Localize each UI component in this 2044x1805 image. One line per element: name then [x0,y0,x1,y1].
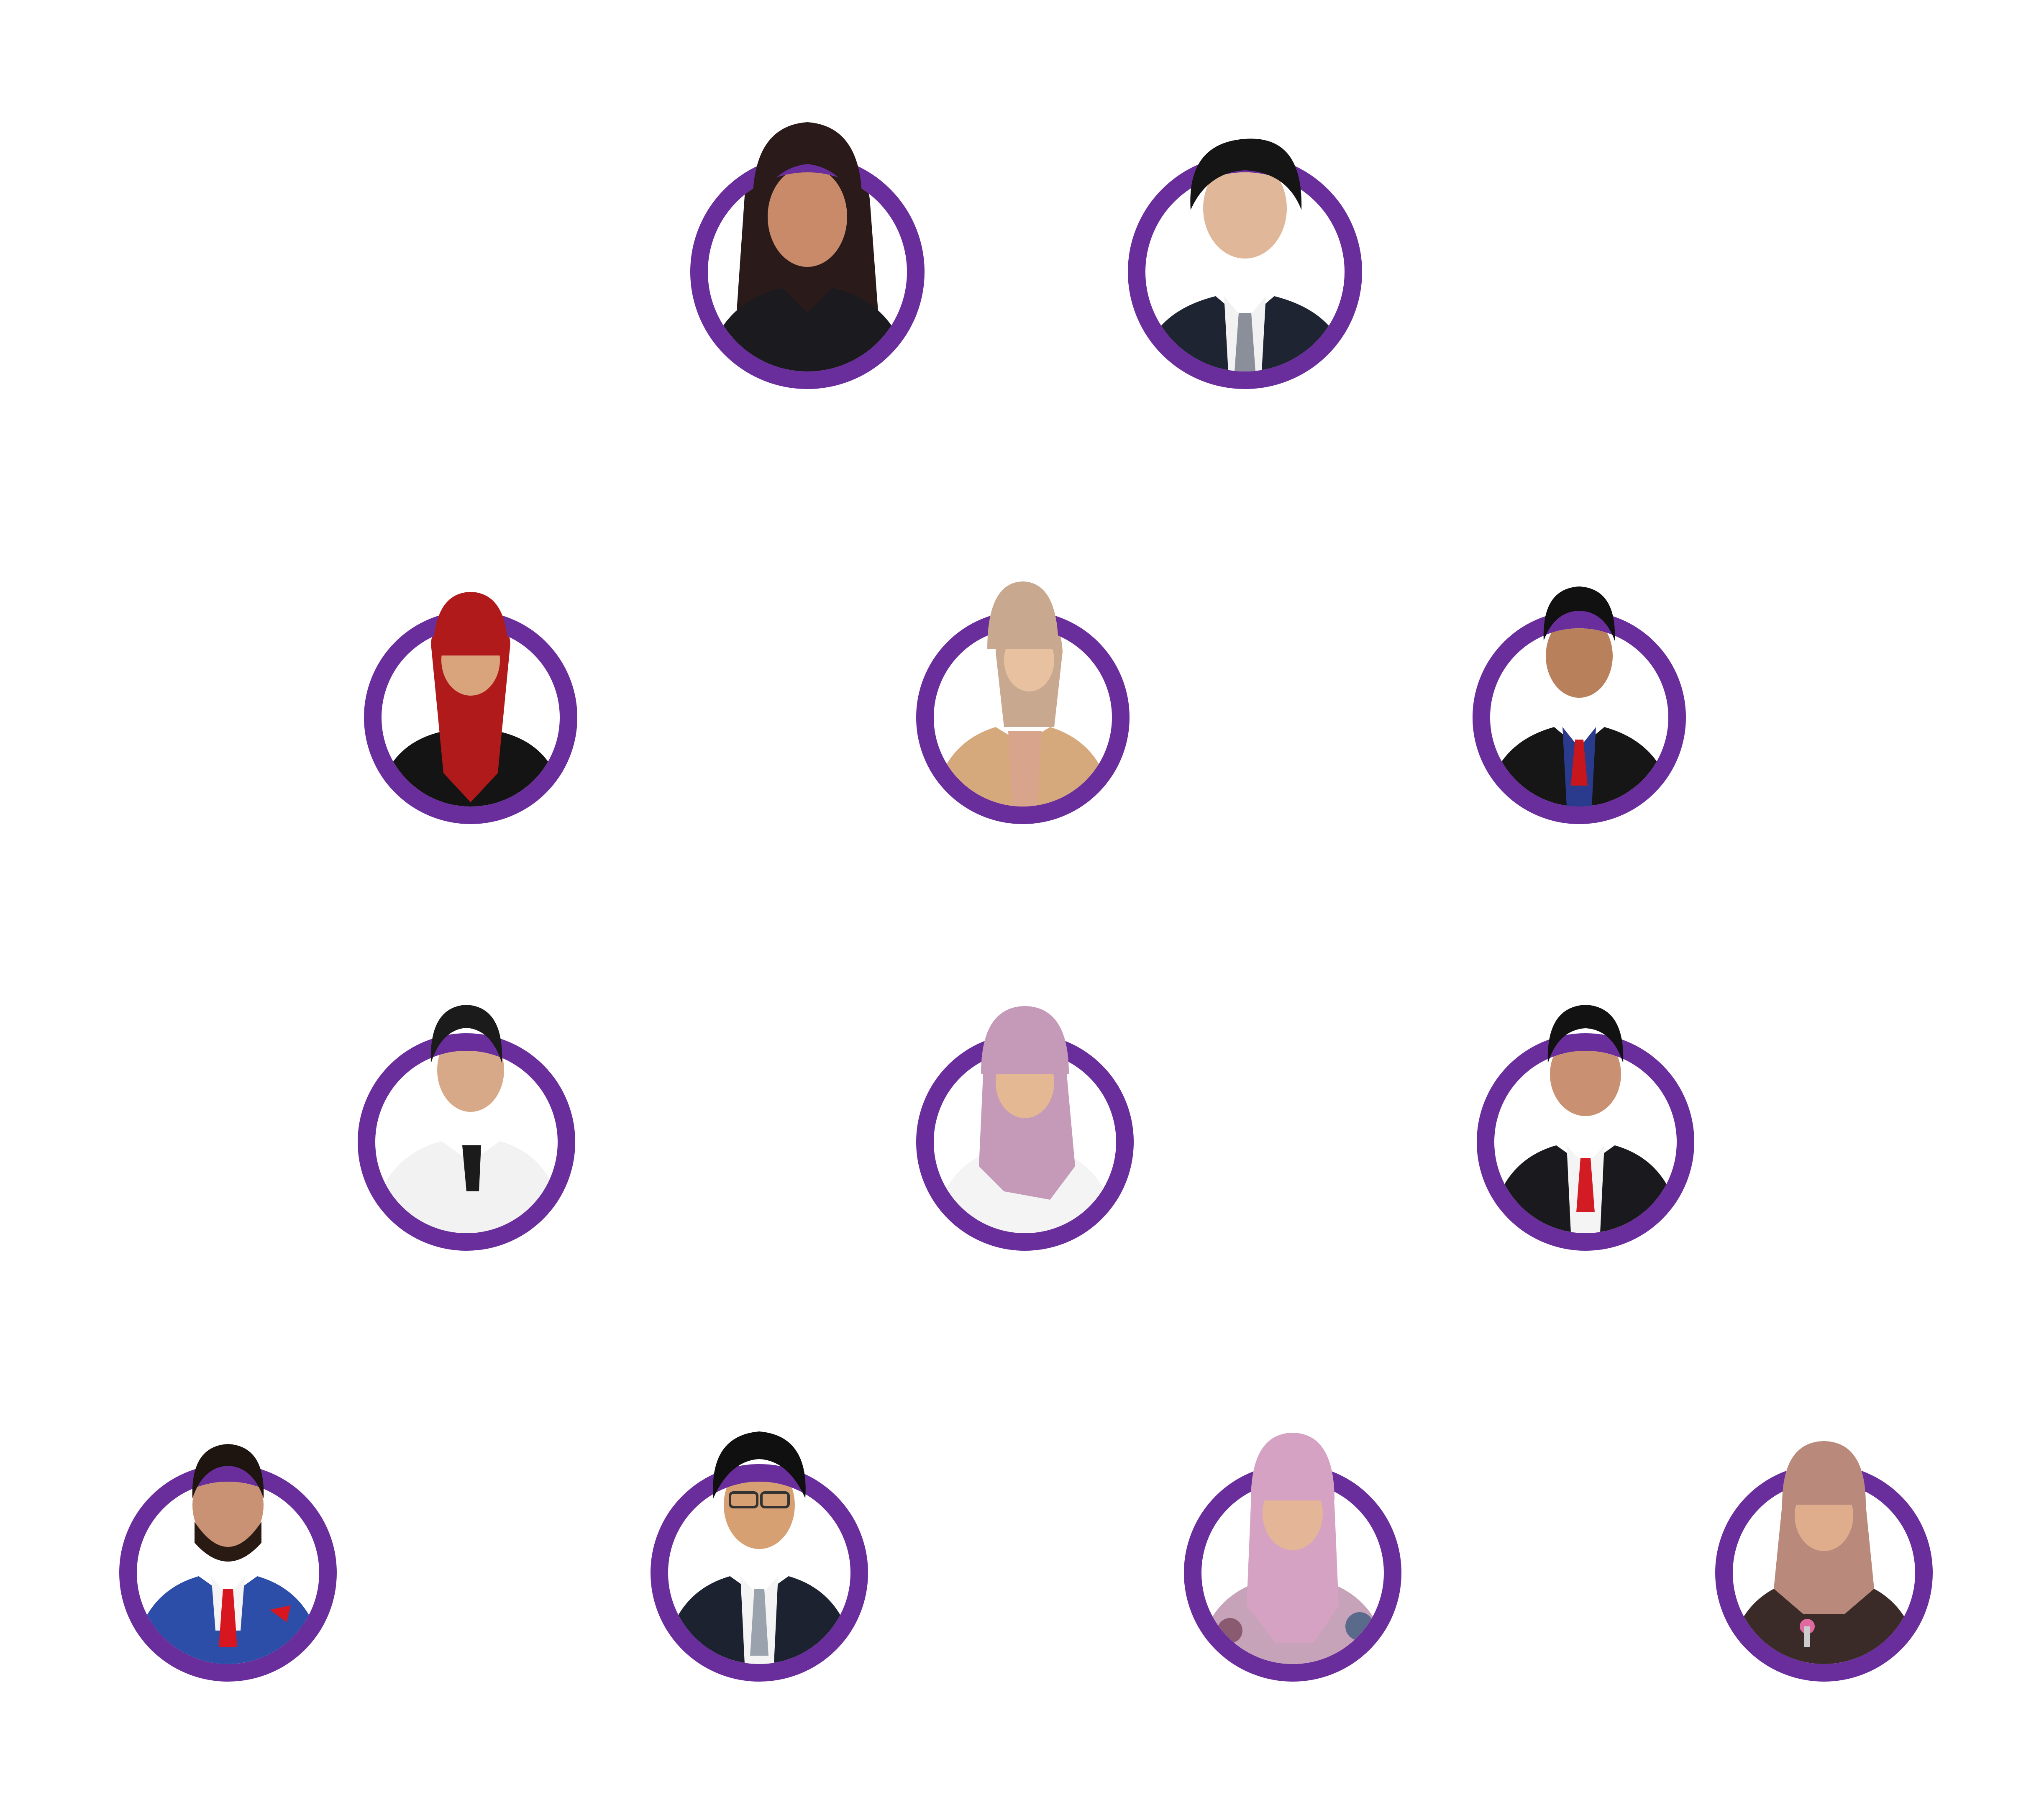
team-member-portrait [364,592,577,824]
team-member-portrait [1477,1005,1694,1251]
hair-overlay [1543,586,1615,641]
person-photo [1201,1482,1384,1664]
hair-overlay [1190,138,1302,210]
hijab-overlay [981,1006,1069,1074]
team-member-portrait [1473,586,1686,824]
person-photo [934,628,1112,806]
person-photo [934,1051,1116,1233]
team-member-portrait [1715,1441,1933,1682]
person-photo [1733,1482,1915,1664]
team-member-portrait [916,581,1130,824]
person-photo [1494,1051,1677,1233]
person-photo [137,1482,319,1664]
hijab-overlay [987,581,1058,649]
team-member-portrait [1184,1433,1401,1682]
person-photo [375,1051,558,1233]
hijab-overlay [1251,1433,1334,1500]
hair-overlay [753,122,862,214]
person-photo [708,172,907,371]
team-member-portrait [119,1444,337,1682]
person-photo [382,628,560,806]
hair-overlay [713,1431,806,1498]
hijab-overlay [1782,1441,1866,1505]
person-photo [668,1482,850,1664]
team-member-portrait [651,1431,868,1682]
team-member-portrait [916,1006,1134,1251]
team-member-portrait [690,122,925,389]
hair-overlay [1547,1005,1624,1063]
hair-overlay [192,1444,264,1498]
person-photo [1490,628,1668,806]
team-member-portrait [1128,138,1362,389]
person-photo [1145,172,1345,371]
team-member-portrait [358,1005,575,1251]
hijab-overlay [433,592,508,655]
hair-overlay [430,1005,502,1063]
